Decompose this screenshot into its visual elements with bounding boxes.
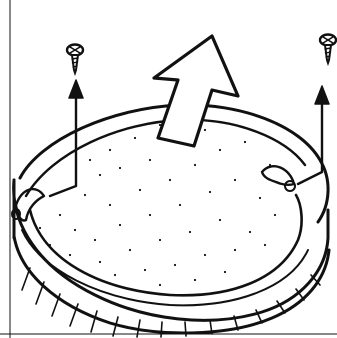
- side-hatching: [21, 267, 321, 338]
- surface-texture: [38, 123, 277, 287]
- screw-icon: [318, 33, 337, 67]
- upward-arrow-icon: [152, 34, 240, 148]
- left-pointer-arrow: [48, 79, 84, 198]
- screw-icon: [65, 43, 85, 77]
- right-pointer-arrow: [296, 85, 330, 186]
